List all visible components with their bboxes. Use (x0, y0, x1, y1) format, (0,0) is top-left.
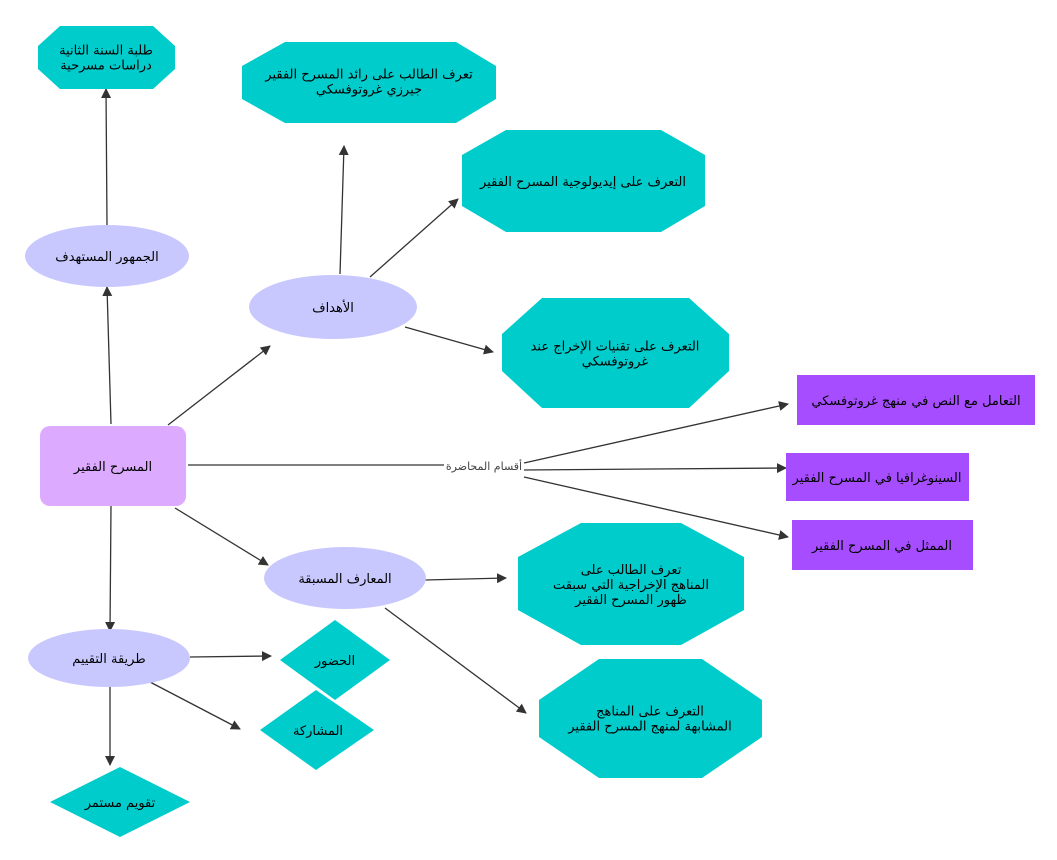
node-goals[interactable]: الأهداف (249, 275, 417, 339)
edge-root-to-audience (102, 286, 113, 425)
edge-label-sections: أقسام المحاضرة (446, 459, 522, 473)
node-poor-theatre[interactable]: المسرح الفقير (40, 426, 186, 506)
edge-prior-to-similar (384, 607, 527, 714)
edge-evaluation-to-participation (149, 681, 241, 730)
node-goal-ideology[interactable]: التعرف على إيديولوجية المسرح الفقير (462, 130, 705, 232)
edge-root-to-evaluation (105, 505, 116, 632)
node-evaluation[interactable]: طريقة التقييم (28, 629, 190, 687)
edge-sections-to-actor (523, 476, 789, 540)
edge-sections-to-text (523, 401, 789, 464)
node-goal-ideology-label: التعرف على إيديولوجية المسرح الفقير (479, 175, 686, 190)
edge-root-to-goals (167, 345, 271, 426)
node-poor-theatre-label: المسرح الفقير (73, 460, 152, 475)
node-audience-label: الجمهور المستهدف (55, 250, 159, 265)
edge-evaluation-to-attendance (189, 651, 272, 662)
edge-goals-to-ideology (369, 198, 459, 278)
node-continuous[interactable]: تقويم مستمر (50, 767, 190, 837)
edge-root-to-prior (174, 507, 269, 566)
edges (101, 88, 789, 766)
node-section-text-label: التعامل مع النص في منهج غروتوفسكي (811, 394, 1020, 409)
node-goals-label: الأهداف (312, 299, 354, 316)
node-section-actor[interactable]: الممثل في المسرح الفقير (792, 520, 973, 570)
node-continuous-label: تقويم مستمر (84, 796, 156, 811)
node-participation-label: المشاركة (293, 724, 343, 739)
node-prior-knowledge[interactable]: المعارف المسبقة (264, 547, 426, 609)
node-section-actor-label: الممثل في المسرح الفقير (811, 539, 952, 554)
edge-goals-to-grotowski (338, 145, 349, 275)
node-evaluation-label: طريقة التقييم (72, 652, 145, 667)
node-participation[interactable]: المشاركة (260, 690, 374, 770)
node-prior-knowledge-label: المعارف المسبقة (298, 572, 391, 587)
edge-prior-to-directing (424, 573, 507, 584)
edge-audience-to-students (101, 88, 112, 226)
edge-sections-to-scenography (523, 463, 787, 474)
node-section-scenography[interactable]: السينوغرافيا في المسرح الفقير (786, 453, 969, 501)
edge-goals-to-techniques (404, 326, 494, 355)
node-section-text[interactable]: التعامل مع النص في منهج غروتوفسكي (797, 375, 1035, 425)
node-attendance[interactable]: الحضور (280, 620, 390, 700)
node-attendance-label: الحضور (314, 654, 355, 669)
node-section-scenography-label: السينوغرافيا في المسرح الفقير (792, 471, 962, 486)
node-audience[interactable]: الجمهور المستهدف (25, 225, 189, 287)
